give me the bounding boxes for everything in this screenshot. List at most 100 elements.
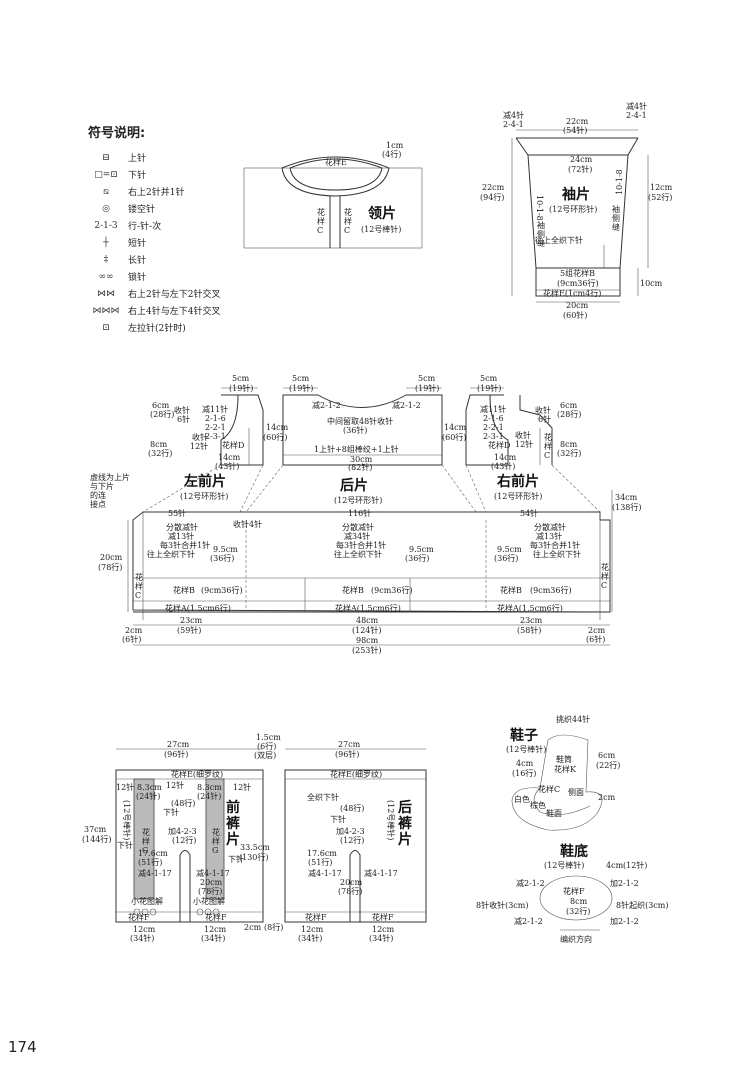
lf-cast-off-12b: 12针 xyxy=(190,441,208,451)
fp-12-m: 12针 xyxy=(166,780,184,790)
edge-2-r: 2cm xyxy=(588,626,606,635)
legend-row: ⋈⋈⋈ 右上4针与左下4针交叉 xyxy=(88,302,288,319)
collar-needle: (12号棒针) xyxy=(361,224,401,234)
sleeve-height: 22cm xyxy=(482,183,505,192)
rf-pattern-a: 花样A(1.5cm6行) xyxy=(497,603,563,613)
dashed-note-1: 虚线为上片 xyxy=(90,472,130,482)
legend-row: ∞∞锁针 xyxy=(88,268,288,285)
fp-pattern-f-r: 花样F xyxy=(205,912,227,922)
lf-pattern-d: 花样D xyxy=(222,440,244,450)
sleeve-title: 袖片 xyxy=(562,186,590,203)
bp-w12-l: 12cm xyxy=(301,925,324,934)
total-138: (138行) xyxy=(612,502,642,512)
rf-neck-seq-2: 2-2-1 xyxy=(483,423,504,432)
legend-label: 右上2针与左下2针交叉 xyxy=(128,290,221,300)
rf-collar-32: (32行) xyxy=(557,448,581,458)
sleeve-bottom-sts: (60针) xyxy=(563,310,587,320)
bp-add-12: (12行) xyxy=(340,835,364,845)
w-124: (124针) xyxy=(352,625,382,635)
lf-neck-seq-3: 2-3-1 xyxy=(205,432,226,441)
back-pants-title: 后裤片 xyxy=(398,799,412,848)
bk-shoulder-r-sts: (19针) xyxy=(415,383,439,393)
lf-width-sts: (43针) xyxy=(215,461,239,471)
sole-cast-off: 8针收针(3cm) xyxy=(476,900,529,910)
collar-pattern: 花样E xyxy=(325,157,347,167)
sole-l8: 8cm xyxy=(570,897,588,906)
shoe-h6: 6cm xyxy=(598,751,616,760)
fp-down-r: 下针 xyxy=(228,854,244,864)
legend-label: 锁针 xyxy=(128,273,147,283)
lf-dec-all: 分散减针 xyxy=(166,522,198,532)
fp-p24-r: (24针) xyxy=(197,791,221,801)
legend-row: ⋈⋈右上2针与左下2针交叉 xyxy=(88,285,288,302)
bp-down: 下针 xyxy=(330,814,346,824)
lf-every-3: 每3针合并1针 xyxy=(160,540,210,550)
rf-cast-off-6: 收针 xyxy=(535,405,551,415)
legend-label: 左拉针(2针时) xyxy=(128,324,186,334)
bp-pattern-f-r: 花样F xyxy=(372,912,394,922)
rf-collar-8: 8cm xyxy=(560,440,578,449)
side-20: 20cm xyxy=(100,553,123,562)
rf-54: 54针 xyxy=(520,508,538,518)
sole-add: 加2-1-2 xyxy=(610,878,639,888)
bk-shoulder-l: 5cm xyxy=(292,374,310,383)
legend-row: ‡长针 xyxy=(88,251,288,268)
legend-row: ◎镂空针 xyxy=(88,200,288,217)
bp-p51: (51行) xyxy=(308,857,332,867)
collar-edge: 1cm xyxy=(386,141,404,150)
bp-p78: (78行) xyxy=(338,886,362,896)
dashed-note-2: 与下片 xyxy=(90,481,114,491)
sleeve-dec-right-2: 2-4-1 xyxy=(626,111,647,120)
lf-neck-seq-1: 2-1-6 xyxy=(205,414,226,423)
fp-p51: (51行) xyxy=(138,857,162,867)
lf-shoulder: 5cm xyxy=(232,374,250,383)
sleeve-side-note-r: 袖侧缝 xyxy=(612,204,620,232)
lf-neck-dec: 减11针 xyxy=(202,404,228,414)
legend-row: ┼短针 xyxy=(88,234,288,251)
legend-symbol-icon: ⋈⋈⋈ xyxy=(92,305,120,316)
pants-gap: 2cm xyxy=(244,923,262,932)
lf-collar-28: (28行) xyxy=(150,409,174,419)
bk-h95: 9.5cm xyxy=(409,545,434,554)
bp-width-sts: (96针) xyxy=(335,749,359,759)
fp-12-l: 12针 xyxy=(116,782,134,792)
front-pants-diagram: 27cm (96针) 花样E(细罗纹) 37cm (144行) 8.3cm (2… xyxy=(82,740,264,943)
shoe-tube: 鞋筒 xyxy=(556,754,572,764)
fp-down-m: 下针 xyxy=(163,807,179,817)
rf-cast-off-12b: 12针 xyxy=(515,439,533,449)
rf-h36: (36行) xyxy=(494,553,518,563)
legend-symbol-icon: ┼ xyxy=(103,237,109,248)
pants-h6: (6行) xyxy=(257,741,276,751)
legend-label: 上针 xyxy=(128,154,147,164)
bp-dec-l: 减4-1-17 xyxy=(308,868,342,878)
rf-dec-13: 减13针 xyxy=(536,531,562,541)
rf-width-sts: (43针) xyxy=(491,461,515,471)
sleeve-mid-sts: (72针) xyxy=(568,164,592,174)
fp-dec-l: 减4-1-17 xyxy=(138,868,172,878)
fp-w34-r: (34针) xyxy=(201,933,225,943)
rf-knit-up: 往上全织下针 xyxy=(533,549,581,559)
lf-collar-8: 8cm xyxy=(150,440,168,449)
sole-cast-on: 8针起织(3cm) xyxy=(616,900,669,910)
back-needle: (12号环形针) xyxy=(334,495,382,505)
legend-symbol-icon: 2-1-3 xyxy=(94,220,118,231)
legend-symbol-icon: ⊟ xyxy=(102,152,110,163)
lf-pattern-a: 花样A(1.5cm6行) xyxy=(165,603,231,613)
bk-h36: (36行) xyxy=(405,553,429,563)
rf-every-3: 每3针合并1针 xyxy=(530,540,580,550)
page-number: 174 xyxy=(8,1038,37,1056)
sole-dec: 减2-1-2 xyxy=(516,878,545,888)
dashed-note-4: 接点 xyxy=(90,499,106,509)
right-front-needle: (12号环形针) xyxy=(494,491,542,501)
fp-pattern-f-l: 花样F xyxy=(128,912,150,922)
shoe-pattern-k: 花样K xyxy=(554,764,577,774)
legend-label: 右上4针与左下4针交叉 xyxy=(128,307,221,317)
sleeve-dec-left: 减4针 xyxy=(503,110,524,120)
shoe-white: 白色 xyxy=(514,794,530,804)
w-23b: 23cm xyxy=(520,616,543,625)
bp-w34-l: (34针) xyxy=(298,933,322,943)
edge-2-l: 2cm xyxy=(125,626,143,635)
back-title: 后片 xyxy=(340,477,368,494)
bk-pattern-b: 花样B xyxy=(342,585,364,595)
